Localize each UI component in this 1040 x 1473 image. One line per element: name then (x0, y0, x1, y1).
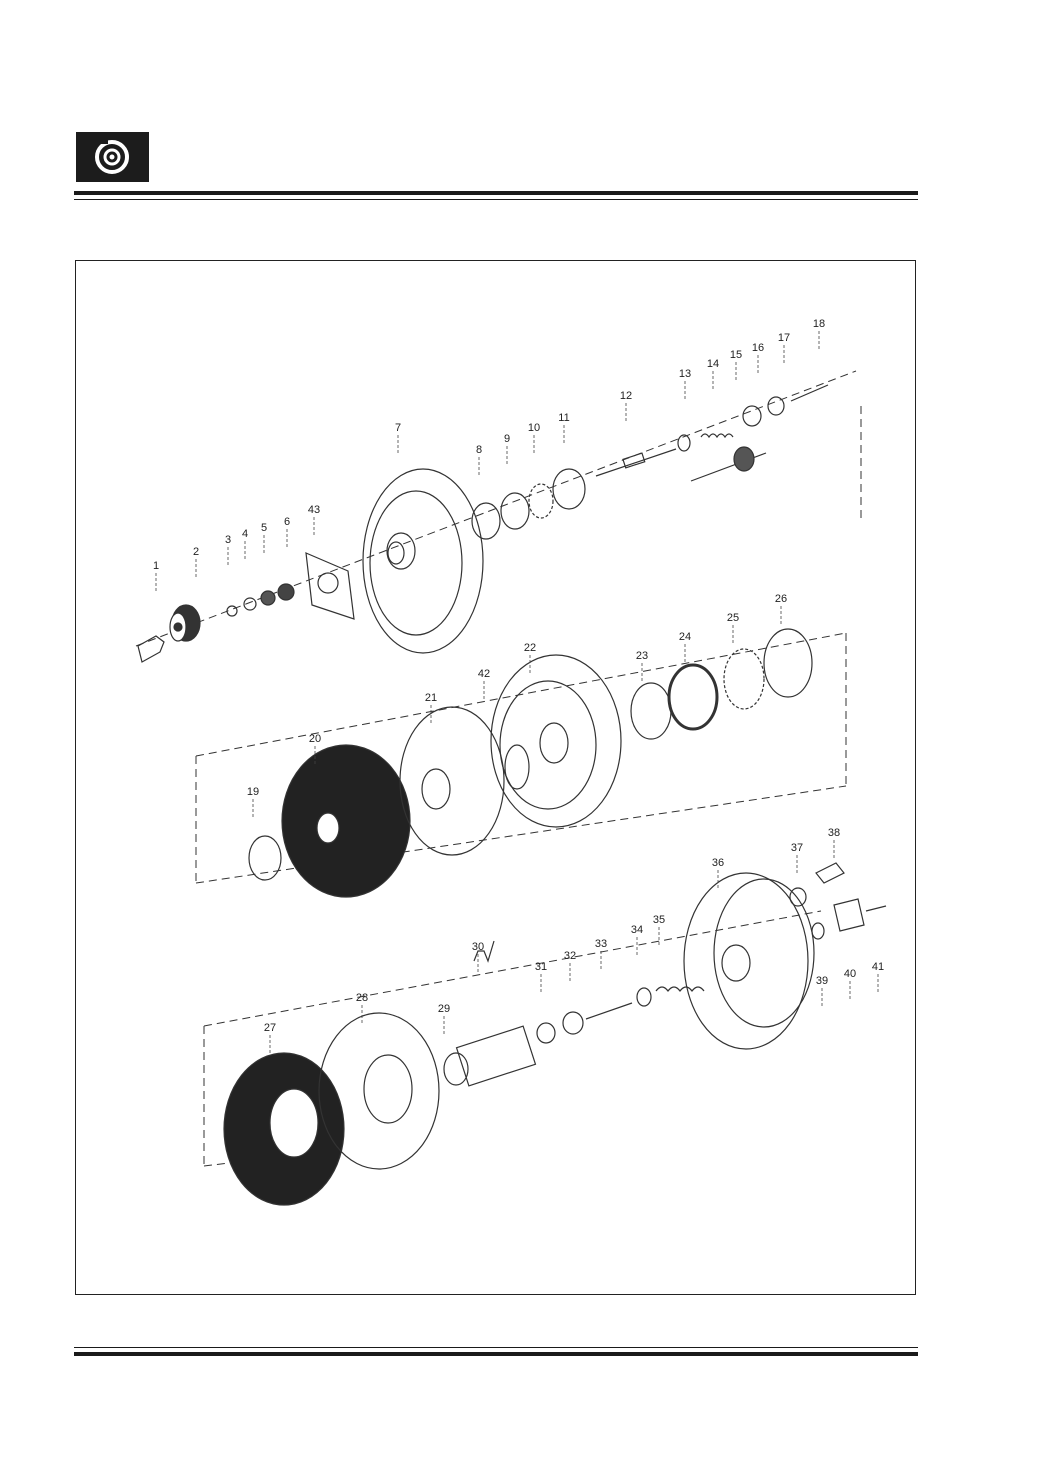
footer-rule-thick (74, 1352, 918, 1356)
part-label-13: 13 (679, 368, 691, 380)
part-label-17: 17 (778, 332, 790, 344)
header-rule-thick (74, 191, 918, 195)
part-label-19: 19 (247, 786, 259, 798)
part-label-16: 16 (752, 342, 764, 354)
part-label-18: 18 (813, 318, 825, 330)
part-label-11: 11 (558, 412, 569, 424)
part-label-7: 7 (395, 422, 401, 434)
part-label-41: 41 (872, 961, 884, 973)
part-label-29: 29 (438, 1003, 450, 1015)
part-36-rear-shell (683, 872, 815, 1050)
part-label-26: 26 (775, 593, 787, 605)
part-7-backing-plate (362, 468, 484, 654)
part-label-43: 43 (308, 504, 320, 516)
part-20-shell (281, 744, 411, 898)
part-27-front-shell (223, 1052, 345, 1206)
part-label-20: 20 (309, 733, 321, 745)
part-sub-assembly (690, 446, 767, 482)
part-label-31: 31 (535, 961, 547, 973)
part-label-8: 8 (476, 444, 482, 456)
part-label-38: 38 (828, 827, 840, 839)
part-label-36: 36 (712, 857, 724, 869)
part-43-plate (305, 552, 355, 620)
part-2-cylinder (169, 604, 201, 642)
part-22-diaphragm (490, 654, 622, 828)
brake-section-badge (76, 132, 149, 182)
part-label-4: 4 (242, 528, 248, 540)
part-label-37: 37 (791, 842, 803, 854)
part-19-ring (248, 835, 282, 881)
part-label-32: 32 (564, 950, 576, 962)
part-label-40: 40 (844, 968, 856, 980)
part-12-pushrod (595, 448, 677, 477)
part-28-diaphragm (318, 1012, 440, 1170)
part-label-30: 30 (472, 941, 484, 953)
part-label-22: 22 (524, 642, 536, 654)
part-1-fork (137, 635, 165, 663)
part-label-15: 15 (730, 349, 742, 361)
part-label-14: 14 (707, 358, 719, 370)
part-label-5: 5 (261, 522, 267, 534)
part-label-1: 1 (153, 560, 159, 572)
part-21-piston (399, 706, 505, 856)
part-label-21: 21 (425, 692, 437, 704)
part-label-9: 9 (504, 433, 510, 445)
part-label-39: 39 (816, 975, 828, 987)
exploded-view-drawing: 1234567891011121314151617181920212223242… (135, 318, 887, 1206)
part-label-2: 2 (193, 546, 199, 558)
part-29-valve-body (443, 1025, 537, 1087)
part-label-33: 33 (595, 938, 607, 950)
part-label-25: 25 (727, 612, 739, 624)
part-label-6: 6 (284, 516, 290, 528)
part-label-12: 12 (620, 390, 632, 402)
part-label-35: 35 (653, 914, 665, 926)
part-label-10: 10 (528, 422, 540, 434)
footer-rule-thin (74, 1347, 918, 1348)
header-rule-thin (74, 199, 918, 200)
part-label-24: 24 (679, 631, 691, 643)
part-label-42: 42 (478, 668, 490, 680)
part-label-23: 23 (636, 650, 648, 662)
part-label-34: 34 (631, 924, 643, 936)
part-label-3: 3 (225, 534, 231, 546)
part-label-28: 28 (356, 992, 368, 1004)
part-label-27: 27 (264, 1022, 276, 1034)
brake-disc-icon (95, 138, 129, 174)
